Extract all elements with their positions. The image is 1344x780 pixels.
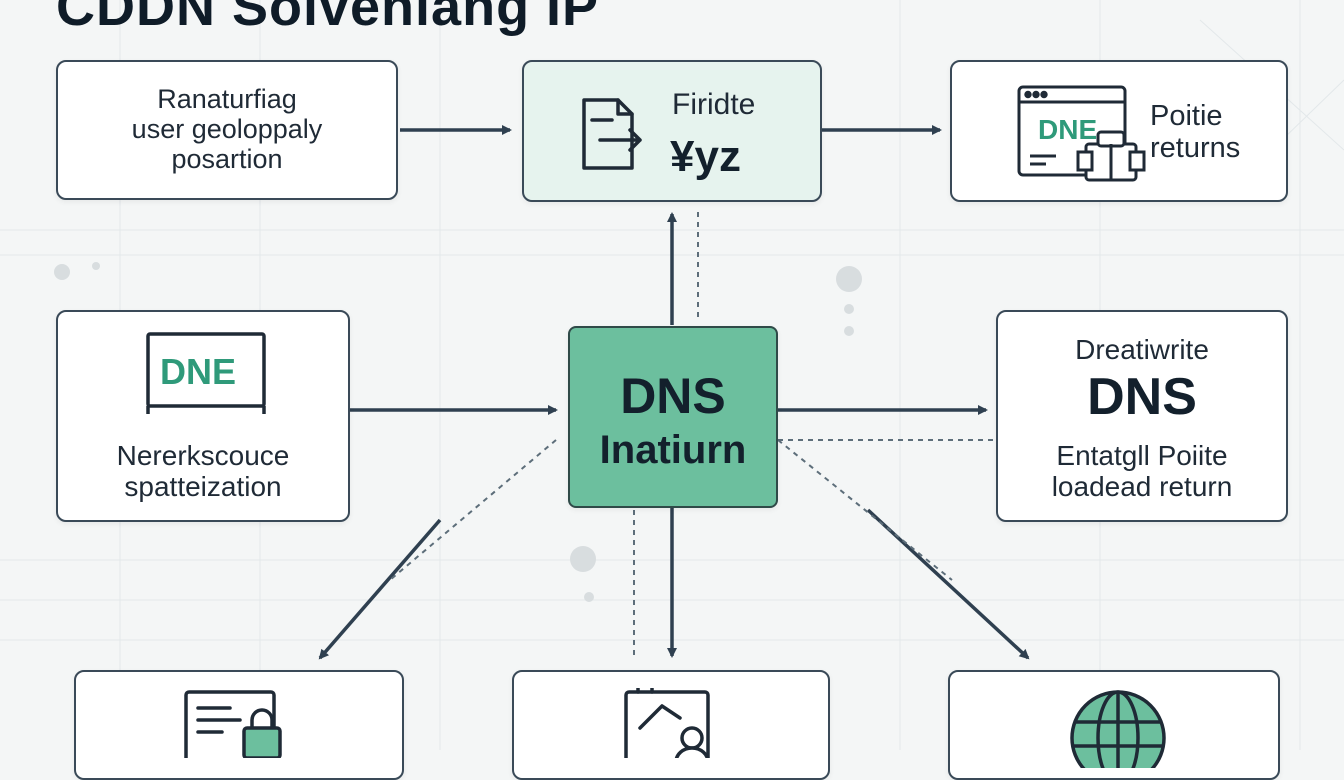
decor-dot [844, 326, 854, 336]
monitor-icon: DNE [146, 332, 266, 414]
connectors [318, 125, 1030, 660]
node-label: Dreatiwrite [1075, 334, 1209, 365]
decor-dot [570, 546, 596, 572]
node-line: Entatgll Poiite [1056, 440, 1228, 471]
node-line: returns [1150, 132, 1241, 165]
node-line: posartion [171, 144, 283, 175]
document-arrow-icon [582, 98, 642, 170]
decor-dot [92, 262, 100, 270]
node-text: Nererkscouce spatteization [58, 440, 348, 503]
node-line: Poitie [1150, 100, 1223, 132]
node-top-center: Firidte ¥yz [522, 60, 822, 202]
node-mid-right: Dreatiwrite DNS Entatgll Poiite loadead … [996, 310, 1288, 522]
decor-dot [584, 592, 594, 602]
node-mid-left: DNE Nererkscouce spatteization [56, 310, 350, 522]
checklist-user-icon [624, 688, 710, 758]
node-text: Entatgll Poiite loadead return [998, 440, 1286, 503]
node-line: Ranaturfiag [157, 84, 297, 114]
decor-dot [836, 266, 862, 292]
node-line: Nererkscouce [116, 440, 290, 471]
document-lock-icon [184, 690, 282, 758]
node-line: user geoloppaly [131, 114, 323, 145]
page-title: CDDN Solveniang IP [56, 0, 600, 37]
node-bottom-left [74, 670, 404, 780]
node-center: DNS Inatiurn [568, 326, 778, 508]
node-text: Ranaturfiag user geoloppaly posartion [58, 84, 396, 175]
globe-icon [1070, 690, 1166, 768]
arrow-to-bottomright [866, 508, 1030, 660]
node-label: Firidte [672, 88, 756, 121]
node-line: loadead return [1051, 471, 1233, 503]
node-label-strong: DNS [1087, 368, 1197, 426]
node-text: Poitie returns [1150, 100, 1240, 165]
center-title: DNS [620, 368, 726, 424]
icon-text: DNE [160, 351, 236, 392]
node-label-strong: ¥yz [670, 132, 741, 181]
node-line: spatteization [124, 471, 282, 503]
arrow-to-bottomleft [318, 518, 442, 660]
browser-window-icon: DNE [1017, 85, 1146, 182]
center-subtitle: Inatiurn [599, 428, 747, 472]
decor-dot [54, 264, 70, 280]
node-top-left: Ranaturfiag user geoloppaly posartion [56, 60, 398, 200]
decor-dot [844, 304, 854, 314]
icon-text: DNE [1038, 114, 1097, 145]
node-bottom-right [948, 670, 1280, 780]
node-bottom-center [512, 670, 830, 780]
node-top-right: DNE Poitie returns [950, 60, 1288, 202]
